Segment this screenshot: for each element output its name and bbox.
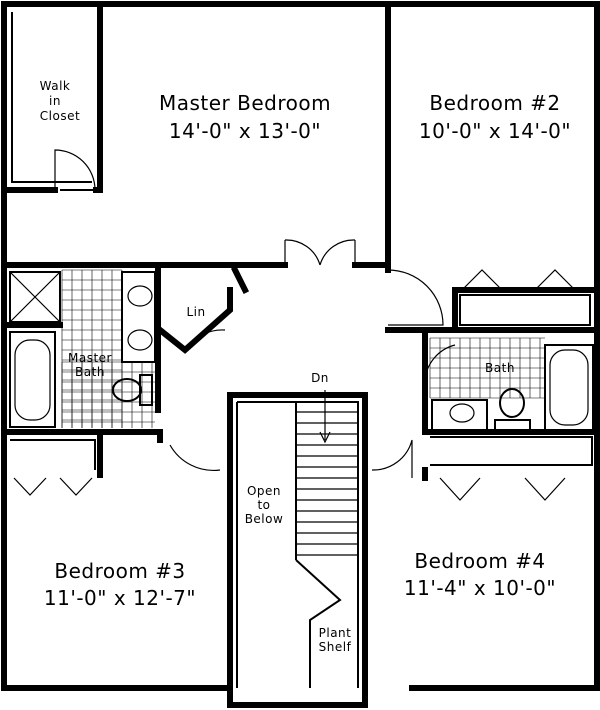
open-below-label-3: Below (245, 512, 284, 526)
bedroom-3-size: 11'-0" x 12'-7" (44, 586, 196, 610)
stair-treads (296, 411, 358, 556)
plant-shelf-label-2: Shelf (319, 640, 352, 654)
closet-label-2: in (49, 94, 61, 108)
bedroom-2-size: 10'-0" x 14'-0" (419, 119, 571, 143)
stair-arrow (319, 390, 331, 444)
closet-label-3: Closet (40, 109, 80, 123)
stairs-label: Dn (311, 371, 329, 385)
open-below-label-2: to (257, 498, 270, 512)
open-below-label-1: Open (247, 484, 281, 498)
bedroom-2-name: Bedroom #2 (429, 91, 560, 115)
doors (13, 149, 576, 501)
room-labels: Master Bedroom 14'-0" x 13'-0" Bedroom #… (40, 79, 571, 654)
detail-lines (10, 12, 593, 688)
bedroom-4-size: 11'-4" x 10'-0" (404, 576, 556, 600)
plant-shelf-outline (295, 559, 342, 688)
master-bath-fixtures (9, 271, 156, 428)
bedroom-4-name: Bedroom #4 (414, 549, 545, 573)
linen-label: Lin (186, 305, 205, 319)
master-bedroom-size: 14'-0" x 13'-0" (169, 119, 321, 143)
bedroom-3-name: Bedroom #3 (54, 559, 185, 583)
master-bath-label-1: Master (68, 351, 112, 365)
bath-fixtures (431, 344, 594, 431)
plant-shelf-label-1: Plant (319, 626, 352, 640)
master-bath-label-2: Bath (75, 365, 105, 379)
bath-label: Bath (485, 361, 515, 375)
interior-walls (1, 1, 600, 691)
closet-label-1: Walk (40, 79, 71, 93)
master-bath-tile (61, 269, 155, 428)
master-bedroom-name: Master Bedroom (159, 91, 331, 115)
bath-tile (429, 337, 545, 399)
